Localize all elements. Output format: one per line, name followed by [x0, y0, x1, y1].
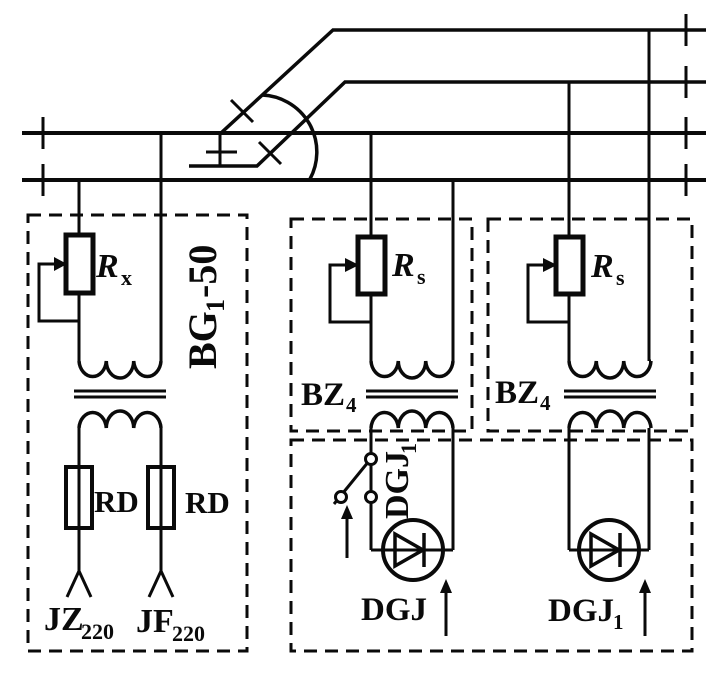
rs-mid-resistor-body [355, 234, 388, 297]
riser-cross-tick-2 [257, 140, 283, 166]
rheostat-rs-mid [328, 234, 388, 361]
label-bz4-mid-sub: 4 [346, 393, 357, 417]
crossover-arc [261, 93, 319, 180]
fuse-rd-right [146, 465, 176, 530]
label-rs-right-sub: s [616, 265, 625, 290]
transformer-bg1-50 [74, 360, 166, 429]
bz4-mid-unit-box [289, 217, 474, 433]
rheostat-rs-right [526, 234, 586, 361]
bg1-primary-winding [77, 360, 163, 380]
rheostat-rx [37, 232, 96, 361]
label-rd-left: RD [94, 484, 139, 519]
riser-cross-tick-1 [229, 98, 255, 124]
label-bz4-mid: BZ [301, 377, 345, 413]
rx-wiper-arrowhead [54, 257, 67, 271]
label-jz-sub: 220 [81, 619, 114, 644]
dgj1-pickup-arrow-head [639, 579, 651, 593]
rs-mid-wiper-arrowhead [345, 258, 359, 272]
bz4-right-unit-box [486, 217, 694, 433]
label-dgj1-contact-sub: 1 [396, 443, 421, 454]
drop-wires [77, 30, 651, 361]
label-bg1-tail: -50 [180, 245, 225, 298]
bz4-mid-primary-winding [369, 360, 455, 380]
label-jf-sub: 220 [172, 621, 205, 646]
rs-mid-wiper-loop [328, 263, 371, 324]
bz4-mid-secondary-winding [369, 409, 455, 429]
transformer-bz4-right [564, 359, 656, 429]
label-dgj1-sub: 1 [613, 610, 624, 634]
bus-line-2-with-riser [189, 80, 706, 168]
dgj-pickup-arrow-head [440, 579, 452, 593]
label-dgj: DGJ [361, 592, 427, 628]
rs-right-wiper-loop [526, 263, 569, 324]
dgj1-contact-arrow-head [341, 505, 353, 519]
dgj1-contact-terminal-top [364, 452, 378, 466]
label-bz4-right: BZ [495, 375, 539, 411]
label-rs-mid-sub: s [417, 264, 426, 289]
bg1-50-unit-box [26, 213, 249, 653]
fuse-branch-jz [64, 428, 94, 598]
label-rx: R [95, 248, 119, 285]
label-dgj1-contact: DGJ 1 [379, 443, 421, 519]
dgj-relay-unit-box [289, 438, 694, 653]
busbar-tap-detail [206, 93, 319, 180]
dgj-diode-triangle [393, 530, 427, 570]
label-bg1-main: BG [180, 311, 225, 369]
dgj1-diode-triangle [589, 530, 623, 570]
dgj1-rectifier-circle [577, 518, 641, 582]
rs-right-resistor-body [553, 234, 586, 297]
dgj1-contact-terminal-bottom [364, 490, 378, 504]
label-rs-mid: R [391, 247, 415, 284]
rs-right-wiper-arrowhead [543, 258, 557, 272]
dgj1-contact-terminal-blade [334, 490, 348, 504]
label-bg1-sub: 1 [201, 299, 230, 312]
label-rx-sub: x [121, 265, 132, 290]
bus-end-ticks [41, 14, 688, 196]
relay-branch-dgj1 [567, 428, 651, 636]
bz4-right-primary-winding [567, 360, 653, 380]
jz-plug-fork [65, 567, 93, 598]
bz4-right-secondary-winding [567, 409, 653, 429]
dgj-rectifier-circle [381, 518, 445, 582]
bus-line-1-with-riser [219, 28, 706, 135]
label-bg1-50: BG 1 -50 [180, 245, 230, 369]
rx-resistor-body [63, 232, 96, 296]
fuse-branch-jf [146, 428, 176, 598]
fuse-rd-left [64, 465, 94, 530]
rx-wiper-loop [37, 262, 79, 323]
text-labels: R x R s R s BG 1 -50 BZ 4 BZ 4 RD RD JZ … [44, 245, 625, 646]
dashed-enclosures [26, 213, 694, 653]
label-jf: JF [136, 603, 174, 640]
label-rd-right: RD [185, 485, 230, 520]
jf-plug-fork [147, 567, 175, 598]
label-dgj1-contact-main: DGJ [379, 451, 416, 519]
bg1-secondary-winding [77, 409, 163, 429]
transformer-bz4-mid [366, 360, 458, 429]
label-bz4-right-sub: 4 [540, 391, 551, 415]
busbar-lines [22, 28, 706, 182]
label-rs-right: R [590, 248, 614, 285]
relay-branch-dgj [332, 428, 455, 636]
label-jz: JZ [44, 601, 84, 638]
label-dgj1: DGJ [548, 593, 614, 629]
